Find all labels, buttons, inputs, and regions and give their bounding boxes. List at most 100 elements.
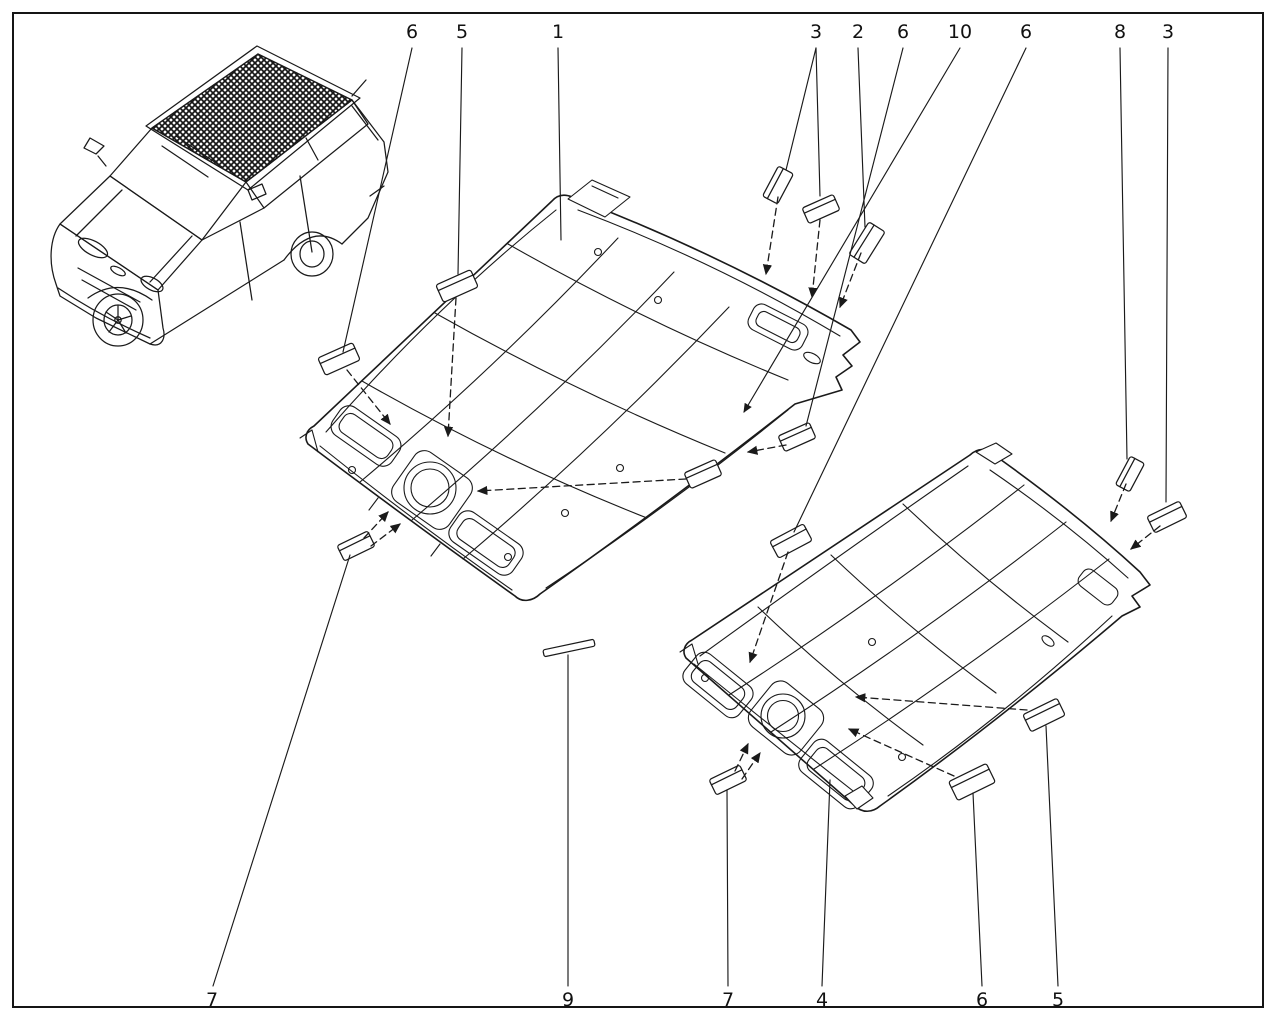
- headlight: [77, 237, 109, 259]
- side-windows: [245, 99, 369, 209]
- hood: [59, 175, 203, 291]
- pointer-arrow: [363, 511, 389, 539]
- headlight: [140, 275, 164, 293]
- dome-lamp-opening: [760, 693, 806, 739]
- leader-line: [793, 47, 1027, 533]
- rear-hatch: [341, 99, 389, 245]
- callout-label: 6: [896, 21, 910, 43]
- pointer-arrow: [746, 444, 787, 455]
- adhesive-pad: [802, 194, 840, 224]
- rear-cutout: [1077, 568, 1119, 606]
- adhesive-pads: [317, 166, 1187, 801]
- car-overview: [50, 45, 389, 347]
- adhesive-pad: [770, 523, 812, 559]
- pointer-arrow: [847, 728, 955, 777]
- pointer-arrow: [734, 742, 749, 772]
- sun-visor-recess: [330, 405, 402, 467]
- clip-hole: [347, 465, 357, 475]
- callout-label: 5: [1051, 989, 1065, 1011]
- leader-line: [1165, 47, 1169, 503]
- headliner-panel-front: [299, 179, 861, 602]
- pointer-arrow: [346, 369, 391, 425]
- sunroof-panel: [151, 53, 353, 183]
- callout-label: 9: [561, 989, 575, 1011]
- corner-tab: [299, 429, 319, 453]
- leader-line: [815, 47, 821, 197]
- adhesive-pad: [778, 422, 816, 452]
- corner-tab: [679, 643, 699, 665]
- antenna: [351, 79, 367, 97]
- adhesive-pad: [684, 459, 722, 489]
- brand-badge: [110, 265, 126, 277]
- dome-lamp-opening: [403, 461, 457, 515]
- rear-slot: [803, 351, 821, 365]
- callout-label: 7: [721, 989, 735, 1011]
- clip-hole: [653, 295, 663, 305]
- pointer-arrow: [1130, 525, 1161, 550]
- trim-strip: [542, 638, 596, 658]
- dome-lamp-console: [391, 450, 473, 530]
- leader-line: [857, 47, 866, 228]
- pointer-arrows: [346, 196, 1161, 780]
- dome-lamp-console: [747, 680, 825, 756]
- headliner-outline: [305, 194, 861, 602]
- leader-line: [457, 47, 463, 275]
- adhesive-pad: [337, 531, 375, 561]
- pointer-arrow: [1110, 483, 1127, 523]
- rear-cutout: [747, 303, 809, 351]
- callout-label: 2: [851, 21, 865, 43]
- leader-line: [1119, 47, 1128, 460]
- leader-line: [821, 779, 831, 987]
- clip-hole: [560, 508, 570, 518]
- pointer-arrow: [741, 752, 761, 780]
- door-mirror: [83, 137, 107, 167]
- callout-label: 6: [1019, 21, 1033, 43]
- adhesive-pad: [1147, 501, 1187, 533]
- callout-label: 5: [455, 21, 469, 43]
- leader-line: [726, 789, 729, 987]
- adhesive-pad: [435, 269, 479, 303]
- adhesive-pad: [1022, 698, 1066, 732]
- adhesive-pad: [849, 222, 885, 264]
- pointer-arrow: [370, 523, 401, 547]
- pointer-arrow: [748, 551, 789, 664]
- rear-slot: [1041, 635, 1055, 647]
- clip-hole: [593, 247, 603, 257]
- pointer-arrow: [476, 478, 687, 496]
- mounting-tab: [567, 179, 631, 218]
- clip-hole: [615, 463, 625, 473]
- callout-label: 6: [405, 21, 419, 43]
- beltline: [201, 207, 265, 241]
- callout-label: 10: [947, 21, 973, 43]
- adhesive-pad: [317, 342, 361, 376]
- leader-line: [557, 47, 562, 241]
- front-wheel-arch: [87, 286, 153, 301]
- leader-line: [342, 47, 413, 353]
- callout-label: 8: [1113, 21, 1127, 43]
- sun-visor-recess: [682, 651, 754, 719]
- headliner-outline: [683, 448, 1151, 813]
- rear-wheel-arch: [283, 235, 343, 261]
- pointer-arrow: [854, 693, 1028, 711]
- adhesive-pad: [1115, 456, 1145, 492]
- leader-lines: [212, 47, 1169, 987]
- callout-label: 3: [1161, 21, 1175, 43]
- headliner-panel-rear: [679, 442, 1151, 813]
- clip-hole: [867, 637, 877, 647]
- front-wheel: [92, 293, 144, 347]
- front-bumper: [50, 223, 165, 346]
- leader-line: [805, 47, 904, 427]
- leader-line: [212, 554, 351, 987]
- leader-line: [743, 47, 961, 413]
- sunroof-hatch: [145, 45, 361, 191]
- mounting-tab: [844, 785, 874, 810]
- callout-label: 6: [975, 989, 989, 1011]
- clip-hole: [897, 752, 907, 762]
- adhesive-pad: [709, 765, 747, 795]
- pointer-arrow: [443, 297, 457, 438]
- adhesive-pad: [948, 763, 996, 801]
- pointer-arrow: [839, 252, 862, 309]
- clip-hole: [700, 673, 710, 683]
